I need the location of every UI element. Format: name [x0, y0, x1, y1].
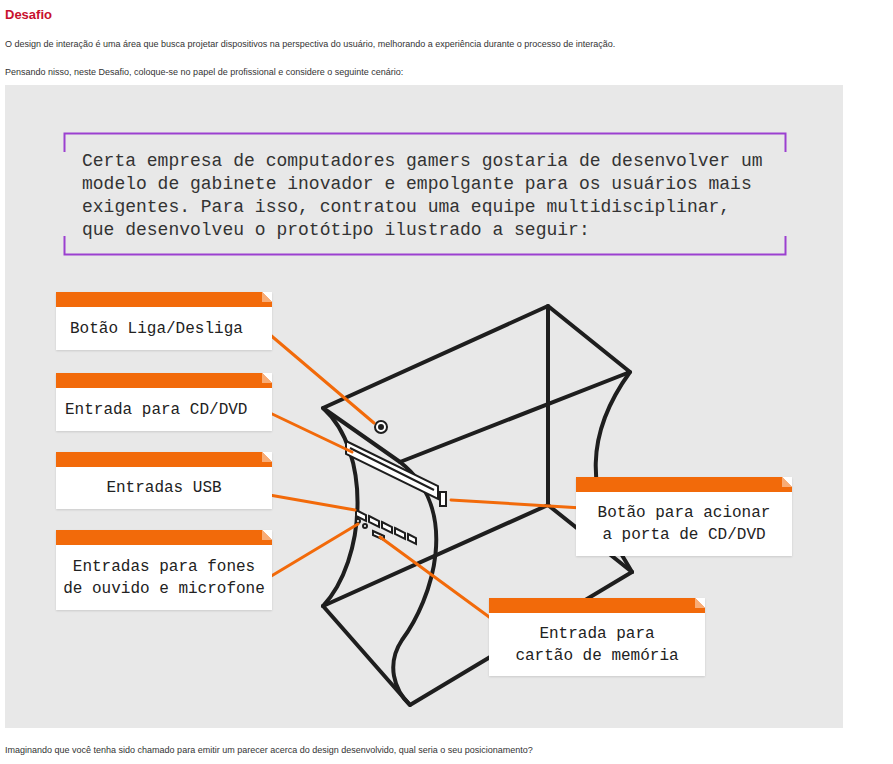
power-button: [375, 421, 387, 433]
tab-fold: [262, 452, 272, 462]
audio-jack: [363, 524, 367, 528]
case-details: [346, 421, 446, 544]
callout-box: Entradas para fones de ouvido e microfon…: [56, 530, 272, 610]
leader-line: [268, 524, 358, 578]
callout-box: Entrada para cartão de memória: [489, 598, 705, 676]
tab-fold: [262, 530, 272, 540]
leader-line: [268, 333, 374, 423]
page-title: Desafio: [5, 7, 52, 22]
usb-port: [382, 522, 392, 533]
grey-panel: [5, 85, 843, 728]
case-top: [323, 306, 630, 462]
tab-band: [576, 477, 792, 492]
callout-label: Entradas para fones de ouvido e microfon…: [61, 556, 267, 600]
leader-lines: [258, 333, 582, 622]
usb-port: [408, 534, 416, 544]
callout-box: Botão Liga/Desliga: [56, 292, 272, 350]
tab-band: [489, 598, 705, 613]
tab-fold: [695, 598, 705, 608]
case-front-right: [393, 462, 436, 705]
callout-label: Entrada para CD/DVD: [65, 399, 269, 421]
callout-box: Entrada para CD/DVD: [56, 373, 272, 431]
leader-line: [268, 412, 352, 452]
leader-line: [380, 537, 496, 622]
callout-label: Entrada para cartão de memória: [510, 623, 685, 667]
leader-line: [451, 500, 582, 508]
callout-box: Entradas USB: [56, 452, 272, 509]
tab-fold: [262, 373, 272, 383]
usb-port: [369, 516, 379, 527]
case-base-edge: [323, 505, 548, 606]
dvd-slot: [346, 441, 438, 499]
eject-button: [440, 492, 446, 506]
tab-band: [56, 373, 272, 388]
power-symbol: [379, 425, 383, 429]
tab-fold: [782, 477, 792, 487]
callout-label: Botão Liga/Desliga: [70, 318, 270, 340]
bracket-top: [65, 134, 786, 153]
usb-port: [395, 528, 405, 539]
callout-label: Botão para acionar a porta de CD/DVD: [592, 502, 777, 546]
tab-band: [56, 452, 272, 467]
tab-fold: [262, 292, 272, 302]
paragraph-text: Imaginando que você tenha sido chamado p…: [5, 744, 865, 756]
audio-jack: [356, 519, 360, 523]
tab-band: [56, 530, 272, 545]
dvd-slot-line: [350, 448, 434, 490]
scenario-text: Certa empresa de computadores gamers gos…: [82, 150, 770, 242]
paragraph-text: Pensando nisso, neste Desafio, coloque-s…: [5, 66, 865, 78]
tab-band: [56, 292, 272, 307]
leader-line: [258, 493, 355, 510]
callout-label: Entradas USB: [62, 477, 266, 499]
callout-box: Botão para acionar a porta de CD/DVD: [576, 477, 792, 556]
scenario-box: Certa empresa de computadores gamers gos…: [63, 132, 787, 256]
paragraph-text: O design de interação é uma área que bus…: [5, 38, 865, 50]
